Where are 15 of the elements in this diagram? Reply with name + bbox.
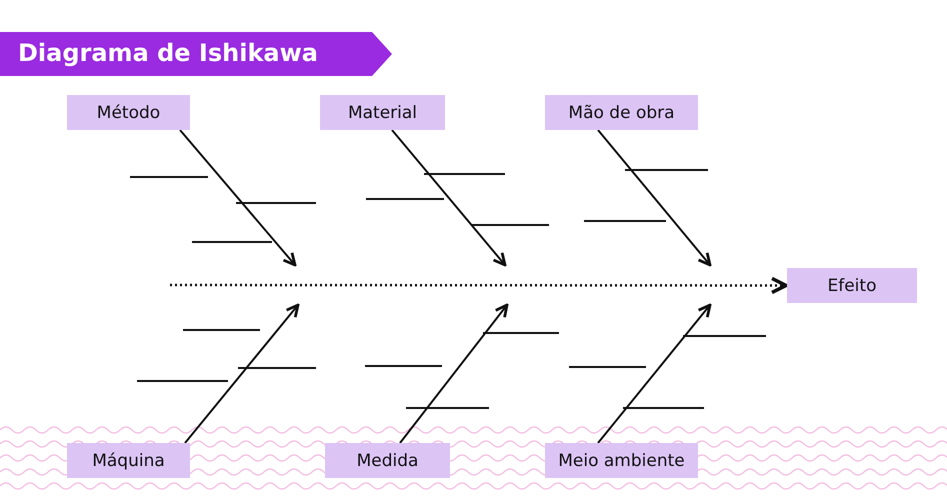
- cause-box: Máquina: [67, 443, 190, 478]
- cause-box: Material: [320, 95, 445, 130]
- cause-box: Mão de obra: [545, 95, 698, 130]
- cause-arrow: [597, 129, 712, 266]
- cause-arrow: [391, 129, 506, 266]
- cause-box: Método: [67, 95, 190, 130]
- cause-box: Meio ambiente: [545, 443, 698, 478]
- title: Diagrama de Ishikawa: [18, 39, 318, 67]
- cause-arrow: [184, 304, 300, 444]
- spine-arrow: [170, 276, 788, 294]
- cause-box: Efeito: [787, 268, 917, 303]
- cause-box: Medida: [325, 443, 450, 478]
- cause-arrow: [179, 129, 296, 266]
- cause-arrow: [597, 304, 712, 444]
- cause-arrow: [399, 304, 508, 444]
